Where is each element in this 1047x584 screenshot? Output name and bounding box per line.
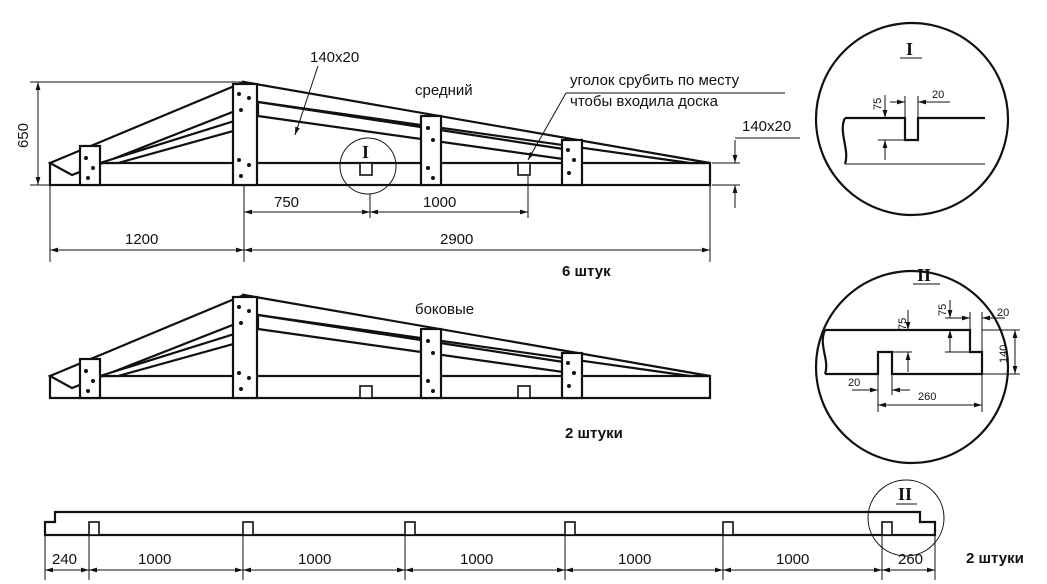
board-detail-marker: II — [898, 484, 912, 504]
detail-II-dim-75a: 75 — [897, 318, 909, 330]
detail-I-dim-75: 75 — [872, 98, 884, 110]
dim-2900: 2900 — [440, 231, 473, 248]
truss-side — [47, 293, 712, 400]
dim-750: 750 — [274, 194, 299, 211]
board-dim: 1000 — [298, 551, 331, 568]
board-dim: 260 — [898, 551, 923, 568]
detail-I: I 75 20 — [814, 21, 1010, 217]
note-line-2: чтобы входила доска — [570, 93, 719, 110]
detail-I-title: I — [906, 39, 913, 59]
detail-II-title: II — [917, 265, 931, 285]
board: II 240 1000 1000 1000 1000 1000 260 — [43, 479, 945, 580]
callout-I-small: I — [362, 142, 369, 162]
dim-1200: 1200 — [125, 231, 158, 248]
board-dim: 1000 — [776, 551, 809, 568]
middle-truss-label: средний — [415, 82, 473, 99]
truss-middle: I — [47, 80, 712, 195]
detail-II-dim-75b: 75 — [937, 304, 949, 316]
dim-1000: 1000 — [423, 194, 456, 211]
board-size-right-label: 140x20 — [742, 118, 791, 135]
detail-II: II 75 75 20 140 20 260 — [814, 265, 1020, 465]
side-truss-label: боковые — [415, 301, 474, 318]
board-dim: 1000 — [460, 551, 493, 568]
detail-I-dim-20: 20 — [932, 89, 944, 101]
qty-middle-label: 6 штук — [562, 263, 611, 280]
qty-side-label: 2 штуки — [565, 425, 623, 442]
detail-II-dim-140: 140 — [998, 345, 1010, 363]
detail-II-dim-260: 260 — [918, 391, 936, 403]
board-size-top-label: 140x20 — [310, 49, 359, 66]
note-line-1: уголок срубить по месту — [570, 72, 740, 89]
detail-II-dim-20a: 20 — [848, 377, 860, 389]
board-dim: 1000 — [618, 551, 651, 568]
dim-650: 650 — [15, 123, 32, 148]
board-dim: 240 — [52, 551, 77, 568]
detail-II-dim-20b: 20 — [997, 307, 1009, 319]
board-dim: 1000 — [138, 551, 171, 568]
qty-board-label: 2 штуки — [966, 550, 1024, 567]
